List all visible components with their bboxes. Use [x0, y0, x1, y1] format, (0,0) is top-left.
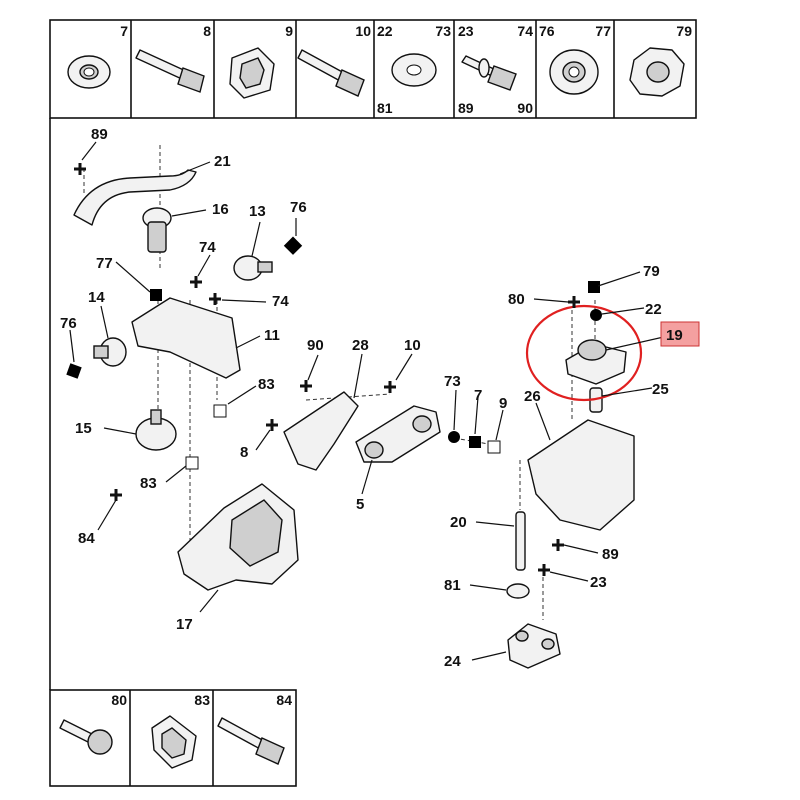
- top-cell-flange-bolt[interactable]: 23 74 89 90: [458, 23, 533, 116]
- callout-24[interactable]: 24: [444, 653, 461, 670]
- mount-15: [135, 409, 177, 451]
- top-cell-8[interactable]: 8: [135, 23, 211, 93]
- top-row-frame: [49, 19, 697, 119]
- callout-89[interactable]: 89: [602, 546, 619, 563]
- flange-bolt-icon: [461, 55, 517, 91]
- support-26: [527, 419, 635, 531]
- callout-74[interactable]: 74: [272, 293, 289, 310]
- callout-28[interactable]: 28: [352, 337, 369, 354]
- callout-10[interactable]: 10: [404, 337, 421, 354]
- callouts: 89 21 16 13 76 77 74 74 14 76 11 15 83 8…: [60, 126, 683, 670]
- callout-16[interactable]: 16: [212, 201, 229, 218]
- stud-bolt-icon: [297, 49, 365, 97]
- cell-number: 74: [517, 23, 533, 39]
- bottom-cell-84[interactable]: 84: [217, 692, 292, 765]
- mount-14: [93, 337, 127, 367]
- highlight-ring: [525, 304, 643, 402]
- lock-nut-icon: [629, 47, 685, 97]
- callout-7[interactable]: 7: [474, 387, 482, 404]
- top-cell-washer[interactable]: 22 73 81: [377, 23, 451, 116]
- clip-icon: [229, 47, 275, 99]
- leaders: [69, 141, 669, 661]
- callout-5[interactable]: 5: [356, 496, 364, 513]
- callout-84[interactable]: 84: [78, 530, 95, 547]
- cell-number: 9: [285, 23, 293, 39]
- cell-number: 80: [111, 692, 127, 708]
- stud-20: [515, 511, 526, 571]
- bracket-21: [73, 169, 197, 226]
- callout-89[interactable]: 89: [91, 126, 108, 143]
- top-parts-row: 7 8 9 10: [49, 19, 697, 119]
- callout-76[interactable]: 76: [60, 315, 77, 332]
- callout-83[interactable]: 83: [258, 376, 275, 393]
- callout-19[interactable]: 19: [666, 327, 683, 344]
- assembly-middle: [283, 391, 501, 471]
- cell-number: 7: [120, 23, 128, 39]
- assembly-left: [73, 145, 299, 591]
- callout-23[interactable]: 23: [590, 574, 607, 591]
- cell-number: 8: [203, 23, 211, 39]
- bolt-80-icon: [59, 719, 113, 755]
- mount-pad-19: [565, 339, 627, 385]
- top-cell-79[interactable]: 79: [629, 23, 692, 97]
- washer-81: [506, 583, 530, 599]
- cell-number: 22: [377, 23, 393, 39]
- bolt-icon: [135, 49, 205, 93]
- callout-17[interactable]: 17: [176, 616, 193, 633]
- top-cell-10[interactable]: 10: [297, 23, 371, 97]
- top-cell-7[interactable]: 7: [67, 23, 128, 89]
- callout-74[interactable]: 74: [199, 239, 216, 256]
- top-cell-9[interactable]: 9: [229, 23, 293, 99]
- thick-nut-icon: [549, 49, 599, 95]
- cell-number: 23: [458, 23, 474, 39]
- cell-number: 79: [676, 23, 692, 39]
- selected-part-marker: [660, 321, 700, 347]
- callout-13[interactable]: 13: [249, 203, 266, 220]
- callout-83[interactable]: 83: [140, 475, 157, 492]
- callout-15[interactable]: 15: [75, 420, 92, 437]
- bottom-cell-80[interactable]: 80: [59, 692, 127, 755]
- callout-8[interactable]: 8: [240, 444, 248, 461]
- cell-number: 76: [539, 23, 555, 39]
- cell-number: 81: [377, 100, 393, 116]
- cell-number: 90: [517, 100, 533, 116]
- top-cell-thick-nut[interactable]: 76 77: [539, 23, 611, 95]
- callout-20[interactable]: 20: [450, 514, 467, 531]
- cell-number: 10: [355, 23, 371, 39]
- nut-icon: [67, 55, 111, 89]
- cell-number: 77: [595, 23, 611, 39]
- bolt-16: [142, 207, 172, 253]
- link-28: [283, 391, 359, 471]
- bottom-row-frame: [49, 689, 297, 787]
- callout-21[interactable]: 21: [214, 153, 231, 170]
- bottom-parts-row: 80 83 84: [49, 689, 297, 787]
- callout-79[interactable]: 79: [643, 263, 660, 280]
- callout-26[interactable]: 26: [524, 388, 541, 405]
- symbols: [66, 163, 602, 576]
- clip-83-icon: [151, 715, 197, 769]
- cell-number: 89: [458, 100, 474, 116]
- callout-80[interactable]: 80: [508, 291, 525, 308]
- callout-9[interactable]: 9: [499, 395, 507, 412]
- callout-90[interactable]: 90: [307, 337, 324, 354]
- callout-14[interactable]: 14: [88, 289, 105, 306]
- cell-number: 83: [194, 692, 210, 708]
- callout-81[interactable]: 81: [444, 577, 461, 594]
- callout-73[interactable]: 73: [444, 373, 461, 390]
- callout-77[interactable]: 77: [96, 255, 113, 272]
- callout-25[interactable]: 25: [652, 381, 669, 398]
- callout-22[interactable]: 22: [645, 301, 662, 318]
- bottom-cell-83[interactable]: 83: [151, 692, 210, 769]
- bolt-84-icon: [217, 717, 285, 765]
- callout-11[interactable]: 11: [264, 327, 280, 344]
- rubber-mount-13: [233, 255, 273, 281]
- cell-number: 84: [276, 692, 292, 708]
- cell-number: 73: [435, 23, 451, 39]
- callout-76[interactable]: 76: [290, 199, 307, 216]
- assembly-right: [506, 300, 635, 669]
- bracket-11: [131, 297, 241, 379]
- washer-icon: [391, 53, 437, 87]
